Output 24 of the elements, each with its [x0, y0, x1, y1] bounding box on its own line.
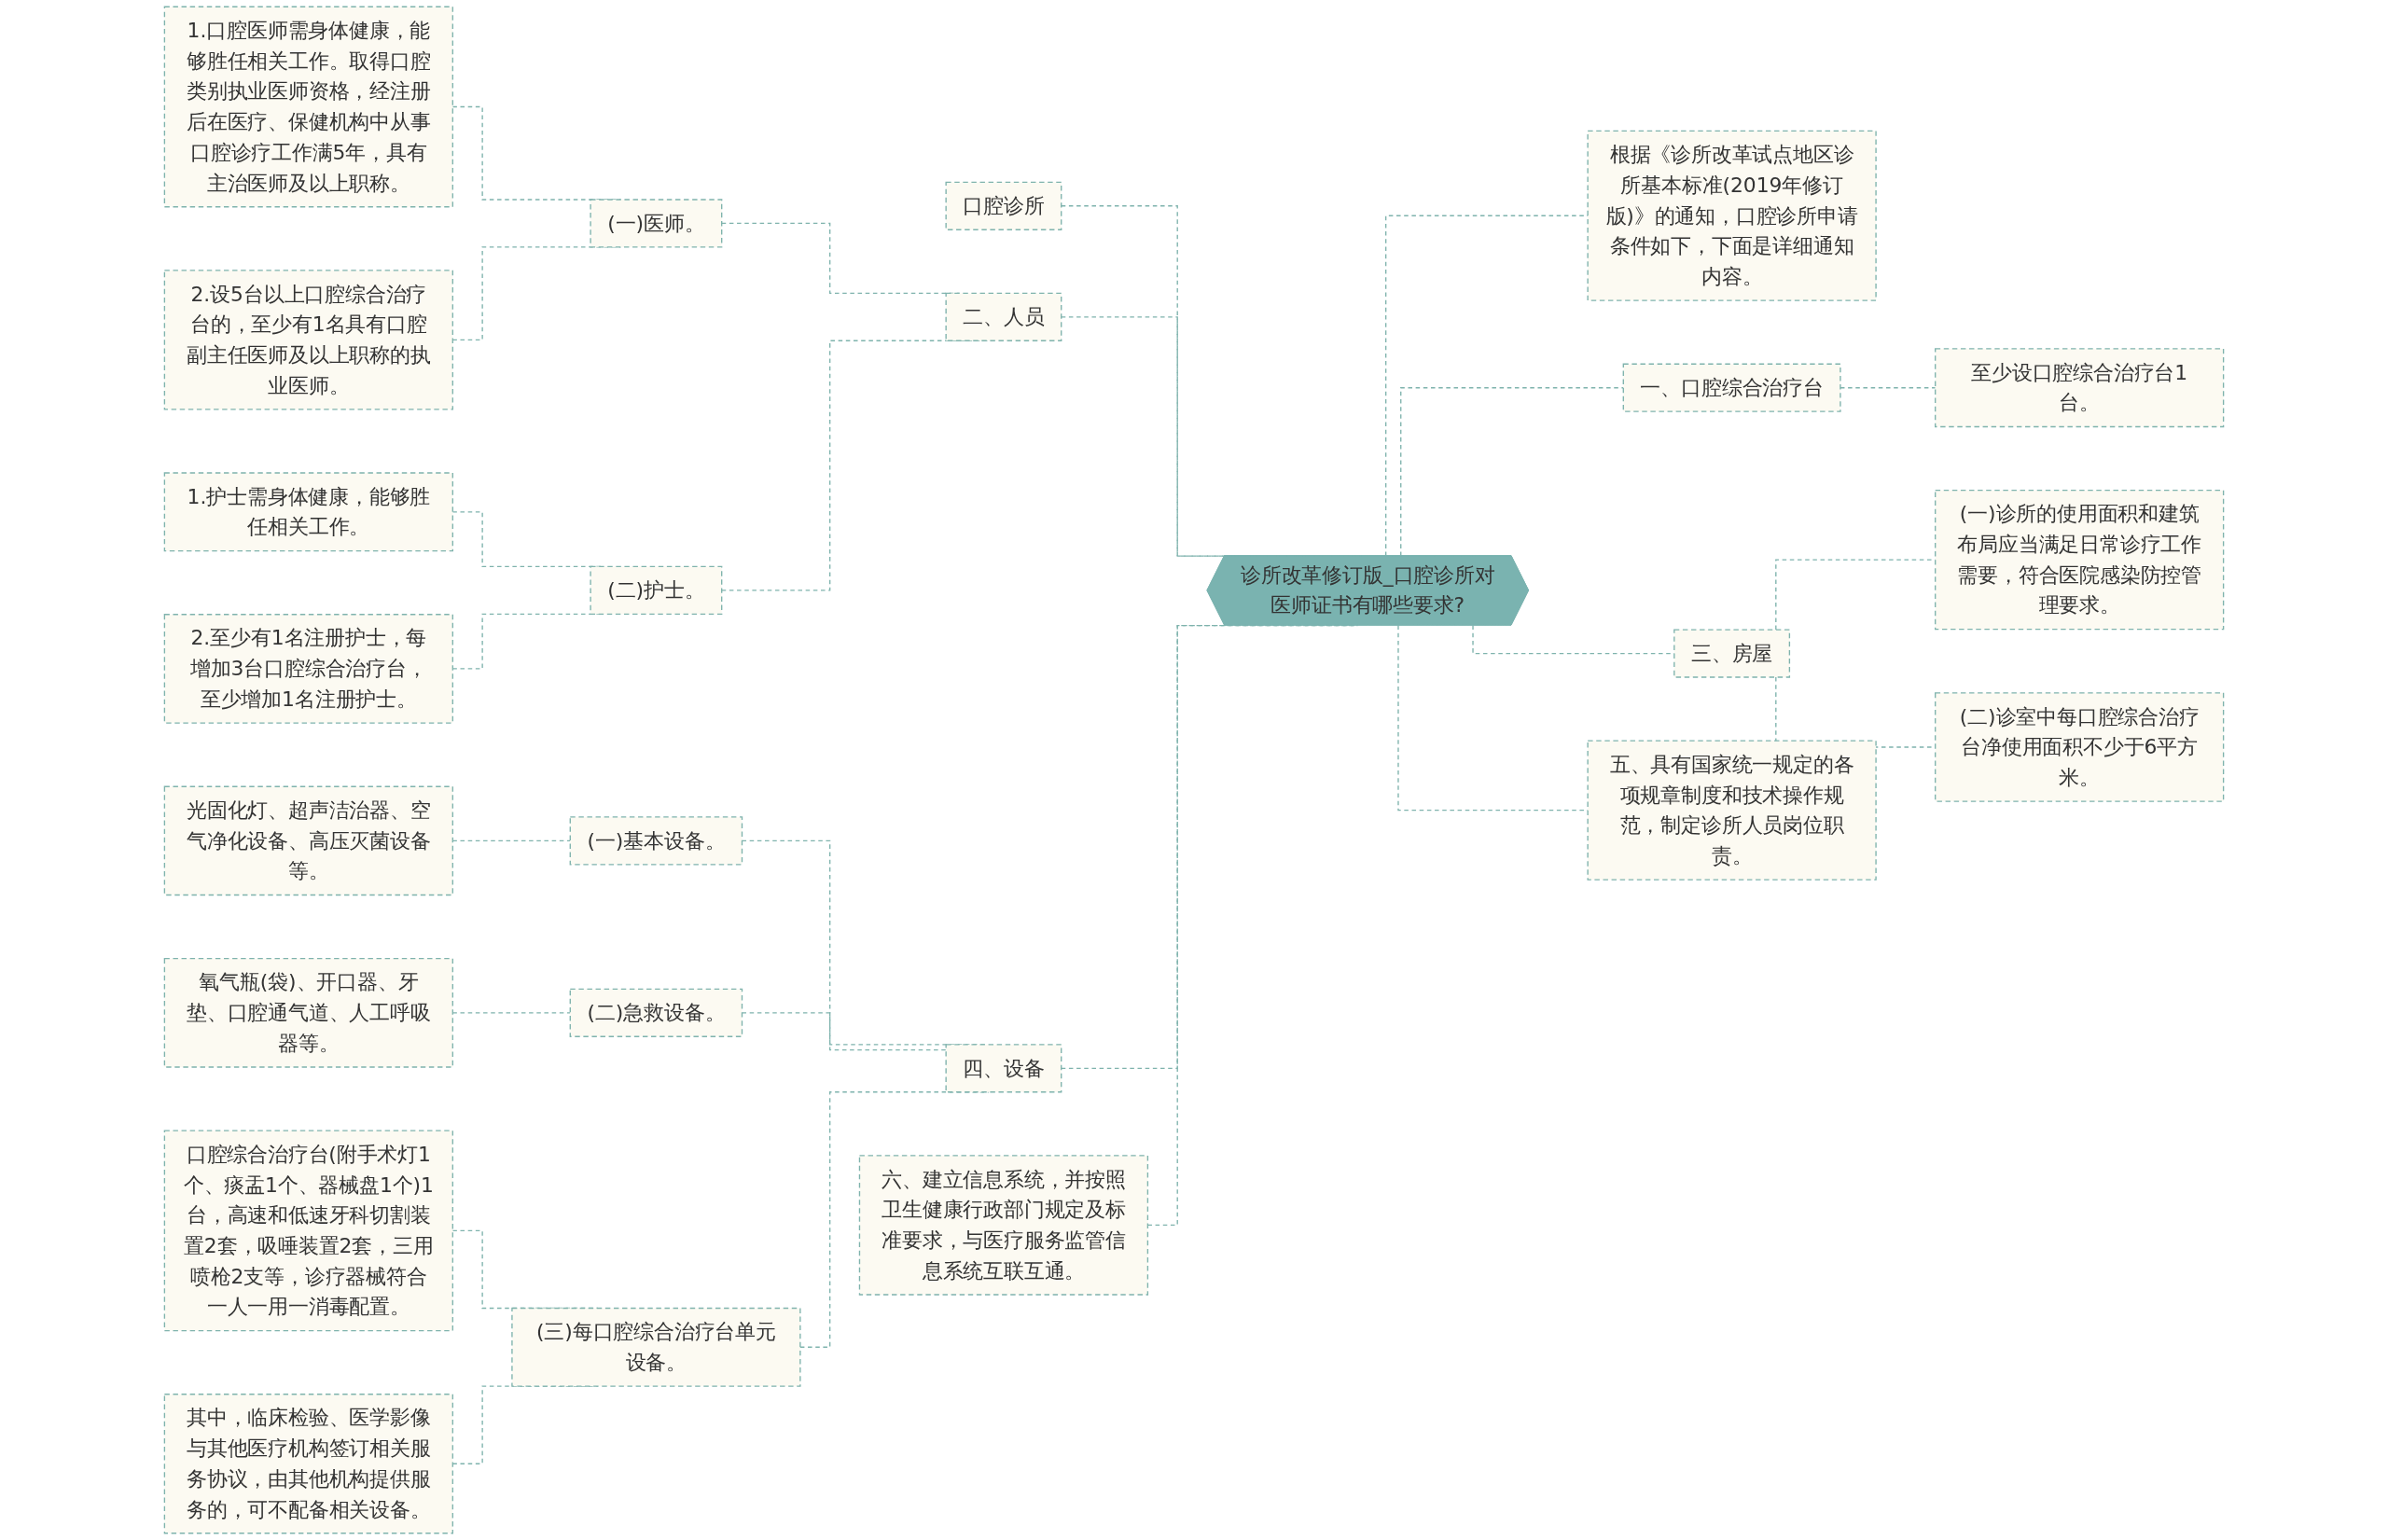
node-box: (一)基本设备。 — [569, 816, 743, 866]
node-box: 1.口腔医师需身体健康，能够胜任相关工作。取得口腔类别执业医师资格，经注册后在医疗、保健机构中从事口腔诊疗工作满5年，具有主治医师及以上职称。 — [163, 6, 453, 208]
node-box: 至少设口腔综合治疗台1台。 — [1935, 348, 2225, 428]
node-box: (二)护士。 — [590, 565, 723, 615]
node-box: 2.至少有1名注册护士，每增加3台口腔综合治疗台，至少增加1名注册护士。 — [163, 614, 453, 724]
node-box: (二)诊室中每口腔综合治疗台净使用面积不少于6平方米。 — [1935, 692, 2225, 802]
node-box: 五、具有国家统一规定的各项规章制度和技术操作规范，制定诊所人员岗位职责。 — [1587, 740, 1877, 881]
node-box: 其中，临床检验、医学影像与其他医疗机构签订相关服务协议，由其他机构提供服务的，可不配备相关设备。 — [163, 1394, 453, 1534]
node-box: 四、设备 — [945, 1044, 1062, 1093]
node-box: 一、口腔综合治疗台 — [1622, 363, 1841, 412]
node-box: 口腔诊所 — [945, 181, 1062, 230]
node-box: 氧气瓶(袋)、开口器、牙垫、口腔通气道、人工呼吸器等。 — [163, 958, 453, 1068]
node-box: 口腔综合治疗台(附手术灯1个、痰盂1个、器械盘1个)1台，高速和低速牙科切割装置2套，吸唾装置2套，三用喷枪2支等，诊疗器械符合一人一用一消毒配置。 — [163, 1130, 453, 1332]
node-box: (三)每口腔综合治疗台单元设备。 — [511, 1307, 801, 1387]
node-box: 三、房屋 — [1673, 629, 1791, 678]
node-box: 六、建立信息系统，并按照卫生健康行政部门规定及标准要求，与医疗服务监管信息系统互联互通。 — [858, 1155, 1149, 1296]
node-box: 2.设5台以上口腔综合治疗台的，至少有1名具有口腔副主任医师及以上职称的执业医师。 — [163, 270, 453, 410]
node-box: (二)急救设备。 — [569, 988, 743, 1037]
node-box: 二、人员 — [945, 292, 1062, 341]
node-box: 根据《诊所改革试点地区诊所基本标准(2019年修订版)》的通知，口腔诊所申请条件如下，下面是详细通知内容。 — [1587, 130, 1877, 301]
node-box: (一)诊所的使用面积和建筑布局应当满足日常诊疗工作需要，符合医院感染防控管理要求。 — [1935, 489, 2225, 631]
node-box: 1.护士需身体健康，能够胜任相关工作。 — [163, 472, 453, 552]
node-box: 光固化灯、超声洁治器、空气净化设备、高压灭菌设备等。 — [163, 785, 453, 896]
node-box: (一)医师。 — [590, 199, 723, 248]
